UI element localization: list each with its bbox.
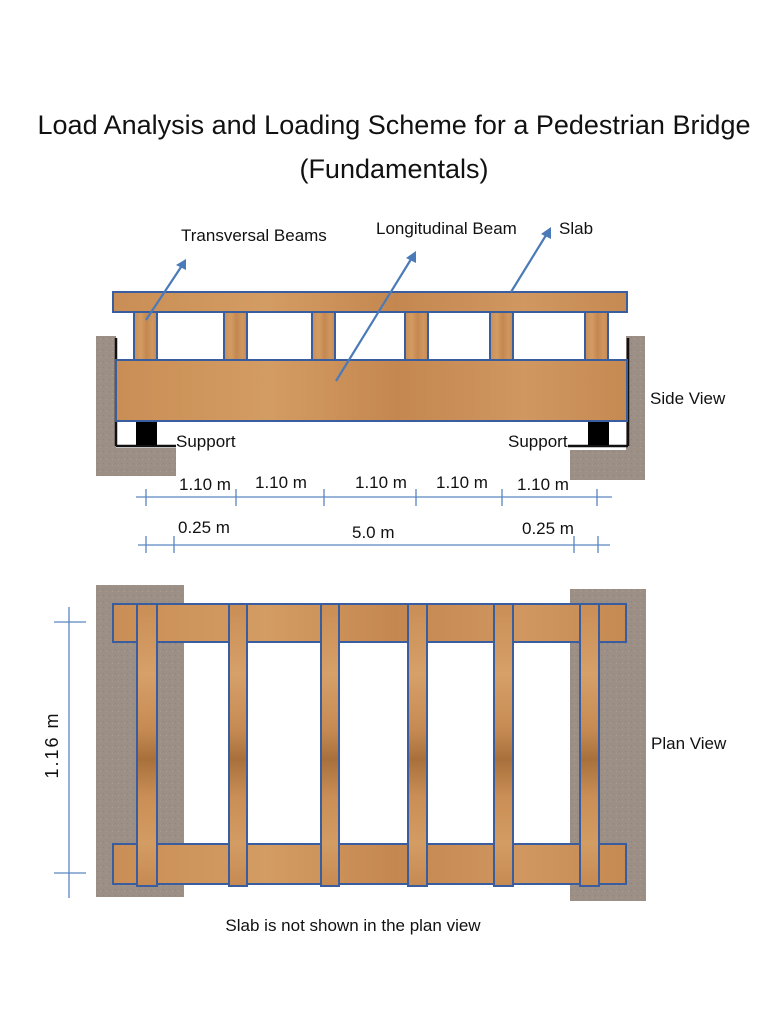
support-left-block bbox=[136, 421, 157, 445]
dim-width: 1.16 m bbox=[42, 711, 62, 778]
longitudinal-beam-bottom bbox=[112, 843, 627, 885]
label-transversal-beams: Transversal Beams bbox=[181, 226, 327, 245]
dim-spacing-1: 1.10 m bbox=[179, 475, 231, 494]
longitudinal-beam bbox=[115, 359, 628, 422]
dimension-span: 0.25 m 5.0 m 0.25 m bbox=[138, 518, 610, 553]
arrow-longitudinal-beam bbox=[335, 251, 416, 382]
dim-spacing-4: 1.10 m bbox=[436, 473, 488, 492]
dim-overhang-right: 0.25 m bbox=[522, 519, 574, 538]
title-line-1: Load Analysis and Loading Scheme for a P… bbox=[38, 110, 751, 140]
arrow-transversal-beams bbox=[145, 259, 186, 321]
footnote: Slab is not shown in the plan view bbox=[225, 916, 481, 935]
transversal-beam bbox=[136, 603, 158, 887]
dimension-beam-spacing: 1.10 m 1.10 m 1.10 m 1.10 m 1.10 m bbox=[136, 473, 612, 506]
transversal-beam-post bbox=[404, 311, 429, 361]
plan-view: 1.16 m Plan View bbox=[42, 585, 727, 901]
side-view: Transversal Beams Longitudinal Beam Slab… bbox=[96, 219, 726, 553]
longitudinal-beam-top bbox=[112, 603, 627, 643]
slab bbox=[112, 291, 628, 313]
label-longitudinal-beam: Longitudinal Beam bbox=[376, 219, 517, 238]
dim-spacing-3: 1.10 m bbox=[355, 473, 407, 492]
label-side-view: Side View bbox=[650, 389, 726, 408]
title-line-2: (Fundamentals) bbox=[299, 154, 488, 184]
transversal-beam bbox=[228, 603, 248, 887]
transversal-beam-post bbox=[584, 311, 609, 361]
transversal-beam-post bbox=[311, 311, 336, 361]
transversal-beam-post bbox=[223, 311, 248, 361]
dimension-width: 1.16 m bbox=[42, 607, 86, 898]
transversal-beam bbox=[320, 603, 340, 887]
label-plan-view: Plan View bbox=[651, 734, 727, 753]
transversal-beam bbox=[407, 603, 428, 887]
support-right-block bbox=[588, 421, 609, 445]
transversal-beam bbox=[493, 603, 514, 887]
dim-span: 5.0 m bbox=[352, 523, 395, 542]
transversal-beam bbox=[579, 603, 600, 887]
label-support-left: Support bbox=[176, 432, 236, 451]
dim-spacing-2: 1.10 m bbox=[255, 473, 307, 492]
dim-spacing-5: 1.10 m bbox=[517, 475, 569, 494]
transversal-beam-post bbox=[489, 311, 514, 361]
label-support-right: Support bbox=[508, 432, 568, 451]
label-slab: Slab bbox=[559, 219, 593, 238]
dim-overhang-left: 0.25 m bbox=[178, 518, 230, 537]
arrow-slab bbox=[510, 227, 551, 293]
